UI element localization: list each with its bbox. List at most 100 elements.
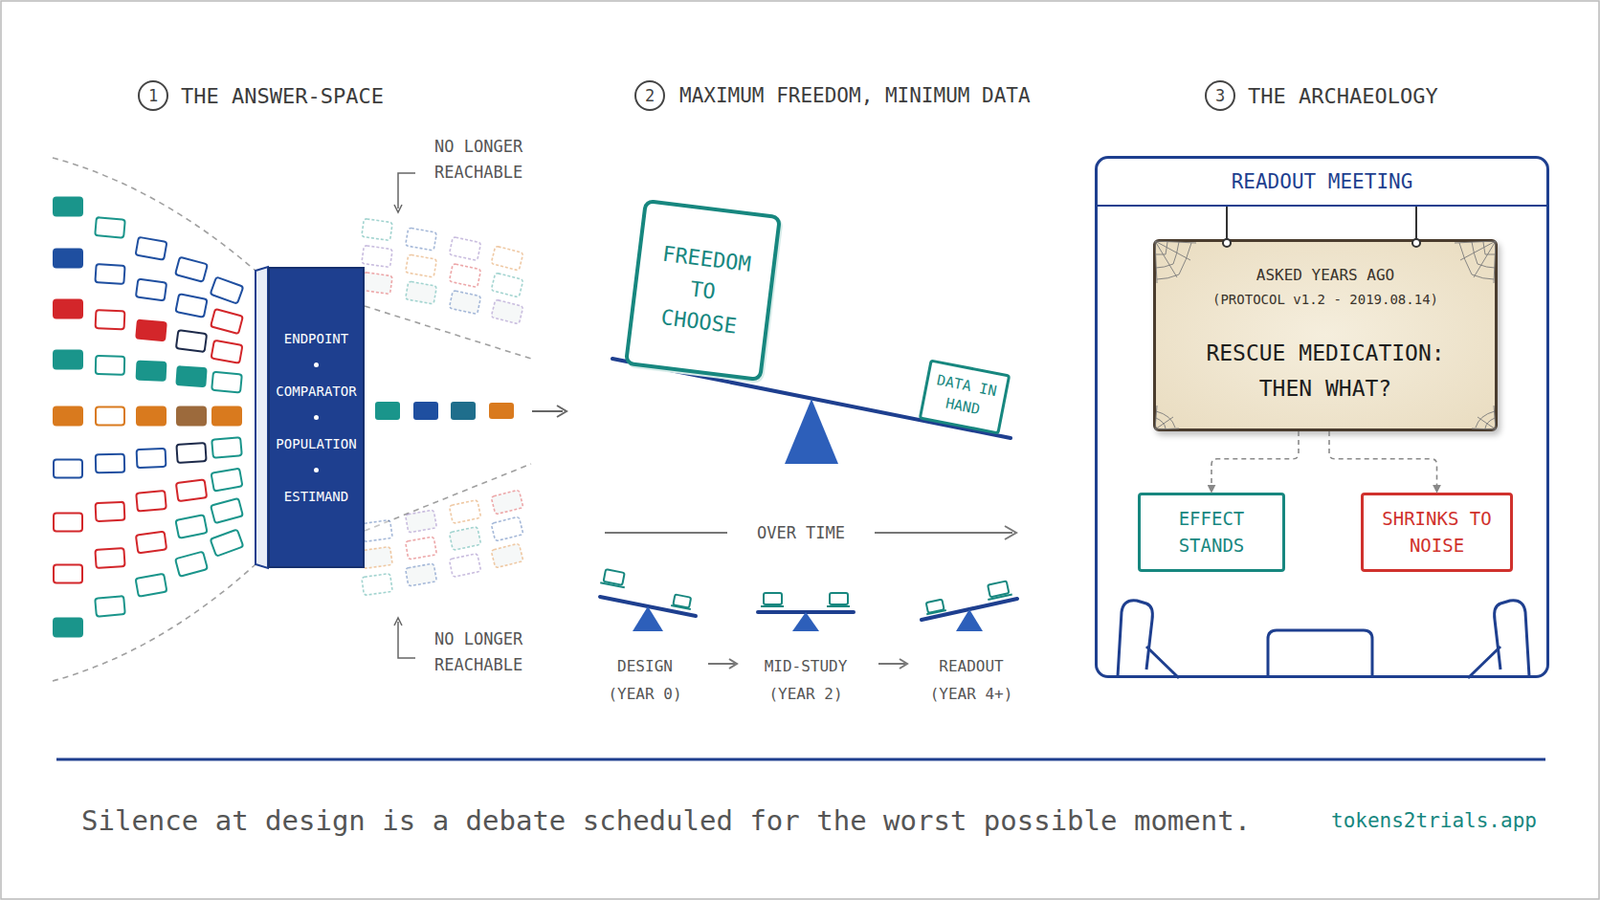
- time-axis: [604, 532, 728, 534]
- divider-rule: [56, 758, 1546, 762]
- funnel-boundary: [364, 464, 532, 532]
- chosen-tile: [450, 401, 476, 421]
- option-tile: [135, 320, 167, 342]
- section-heading: THE ANSWER-SPACE: [180, 84, 384, 109]
- option-tile: [95, 355, 125, 376]
- constraint-term: COMPARATOR: [275, 382, 356, 400]
- option-tile: [211, 372, 243, 394]
- option-tile: [175, 552, 208, 578]
- leader-bracket: [398, 622, 416, 659]
- option-tile: [136, 407, 166, 426]
- option-tile: [211, 437, 243, 459]
- mini-seesaw-beam: [600, 597, 696, 617]
- section-heading: THE ARCHAEOLOGY: [1247, 84, 1439, 109]
- option-tile: [177, 407, 206, 426]
- stage-arrow: [878, 663, 906, 666]
- table-edge: [1467, 646, 1501, 679]
- dashed-connector: [1329, 431, 1438, 492]
- unreachable-tile: [361, 547, 393, 570]
- laptop-base: [760, 605, 784, 608]
- chair: [1494, 600, 1530, 677]
- time-axis-head: [1004, 526, 1017, 540]
- constraint-term: ENDPOINT: [284, 330, 349, 348]
- option-tile: [53, 351, 83, 370]
- number-circle: [635, 81, 665, 111]
- separator-dot: [313, 415, 319, 421]
- option-tile: [53, 198, 83, 217]
- outcome-label: EFFECT STANDS: [1173, 506, 1250, 559]
- option-tile: [53, 513, 83, 533]
- timeline-label: DESIGN (YEAR 0): [599, 652, 691, 709]
- unreachable-tile: [361, 574, 393, 597]
- table-edge: [1146, 646, 1179, 679]
- laptop-icon: [600, 569, 627, 589]
- separator-dot: [313, 467, 319, 473]
- parchment-sign: ASKED YEARS AGO(PROTOCOL v1.2 - 2019.08.…: [1153, 239, 1498, 432]
- option-tile: [95, 502, 126, 522]
- chair: [1117, 600, 1153, 677]
- unreachable-tile: [448, 527, 481, 552]
- option-tile: [94, 548, 125, 569]
- sign-text: (PROTOCOL v1.2 - 2019.08.14): [1212, 289, 1439, 310]
- weight-label: DATA IN HAND: [926, 370, 1002, 424]
- weight-box: FREEDOM TO CHOOSE: [623, 199, 782, 382]
- unreachable-tile: [448, 290, 481, 315]
- funnel-boundary: [364, 306, 532, 359]
- option-tile: [94, 596, 126, 618]
- laptop-icon: [670, 594, 693, 610]
- option-tile: [175, 257, 208, 283]
- outcome-box: EFFECT STANDS: [1137, 492, 1286, 573]
- option-tile: [175, 514, 207, 538]
- unreachable-tile: [490, 272, 524, 298]
- option-tile: [212, 407, 242, 426]
- unreachable-tile: [448, 554, 481, 578]
- unreachable-tile: [405, 254, 438, 278]
- option-tile: [135, 237, 168, 261]
- axis-label: OVER TIME: [756, 523, 845, 543]
- option-tile: [95, 310, 126, 330]
- unreachable-tile: [361, 219, 393, 242]
- option-tile: [95, 407, 125, 426]
- option-tile: [136, 361, 167, 381]
- laptop-screen: [926, 600, 945, 614]
- option-tile: [95, 454, 125, 474]
- laptop-base: [600, 582, 625, 588]
- unreachable-tiles: [361, 219, 524, 597]
- annotation-note: NO LONGER REACHABLE: [434, 133, 533, 186]
- watermark: tokens2trials.app: [1331, 809, 1537, 833]
- unreachable-tile: [361, 520, 393, 543]
- caption: Silence at design is a debate scheduled …: [81, 804, 1251, 838]
- laptop-base: [987, 595, 1012, 600]
- option-tile: [211, 340, 244, 364]
- option-tile: [175, 293, 207, 317]
- unreachable-tile: [490, 299, 524, 325]
- unreachable-tile: [448, 264, 481, 289]
- section-heading: MAXIMUM FREEDOM, MINIMUM DATA: [679, 84, 1031, 108]
- mini-seesaw-beam: [757, 610, 854, 615]
- mini-seesaw-fulcrum: [955, 609, 983, 632]
- mini-seesaw-fulcrum: [792, 612, 820, 632]
- leader-arrow: [394, 618, 402, 626]
- unreachable-tile: [490, 543, 524, 569]
- section-number: 1: [148, 86, 158, 106]
- constraint-term: POPULATION: [275, 435, 356, 453]
- laptop-base: [826, 605, 850, 608]
- option-tile: [135, 532, 167, 555]
- time-axis: [874, 532, 1013, 534]
- unreachable-tile: [361, 245, 393, 268]
- laptop-icon: [984, 580, 1013, 600]
- outcome-box: SHRINKS TO NOISE: [1360, 492, 1513, 573]
- dashed-connector: [1211, 431, 1299, 492]
- number-circle: [138, 81, 168, 111]
- separator-dot: [313, 362, 319, 368]
- sign-text: ASKED YEARS AGO: [1256, 265, 1396, 287]
- unreachable-tile: [405, 227, 438, 251]
- laptop-screen: [672, 595, 691, 609]
- option-tile: [210, 530, 245, 557]
- unreachable-tile: [405, 563, 438, 587]
- chosen-tile: [488, 402, 514, 420]
- option-tile: [53, 249, 83, 268]
- option-tile: [210, 498, 244, 524]
